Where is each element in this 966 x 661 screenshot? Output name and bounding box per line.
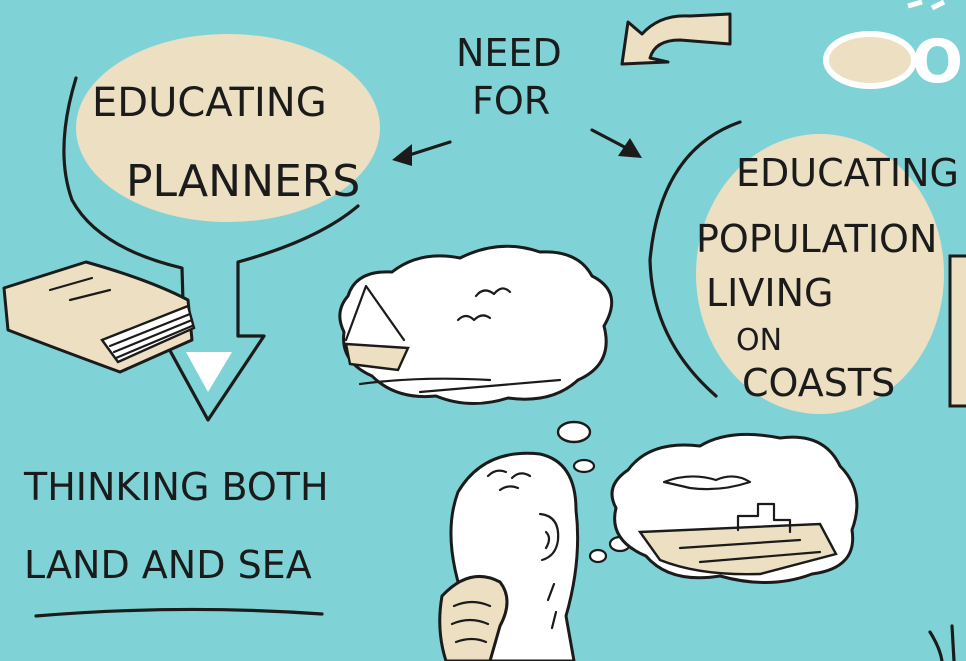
population-line2: POPULATION [696, 217, 937, 261]
arrow-right-head [618, 138, 642, 158]
curved-arrow-icon [622, 14, 730, 64]
corner-text: OU [912, 27, 966, 97]
corner-marks [908, 2, 944, 8]
thinking-head-icon [440, 453, 578, 661]
coast-thought-cloud-icon [612, 434, 857, 582]
population-line1: EDUCATING [736, 151, 959, 195]
for-text: FOR [472, 79, 550, 123]
book-icon [4, 262, 194, 372]
population-line4: ON [736, 323, 782, 358]
educating-population-group: EDUCATING POPULATION LIVING ON COASTS [650, 122, 959, 414]
population-line5: COASTS [742, 361, 895, 405]
arrow-left-head [392, 144, 412, 166]
corner-fragment: OU [826, 2, 966, 97]
corner-beige-blob [826, 34, 914, 86]
thinking-line2: LAND AND SEA [24, 543, 312, 587]
population-line3: LIVING [706, 271, 833, 315]
planners-title-line1: EDUCATING [92, 80, 327, 126]
need-text: NEED [456, 31, 562, 75]
need-for-label: NEED FOR [392, 31, 642, 166]
thinking-label: THINKING BOTH LAND AND SEA [23, 465, 329, 616]
arrow-white-triangle [186, 352, 232, 392]
ship-thought-cloud-icon [340, 246, 612, 403]
planners-title-line2: PLANNERS [126, 156, 360, 207]
thinking-line1: THINKING BOTH [23, 465, 329, 509]
thinking-underline [36, 609, 322, 616]
